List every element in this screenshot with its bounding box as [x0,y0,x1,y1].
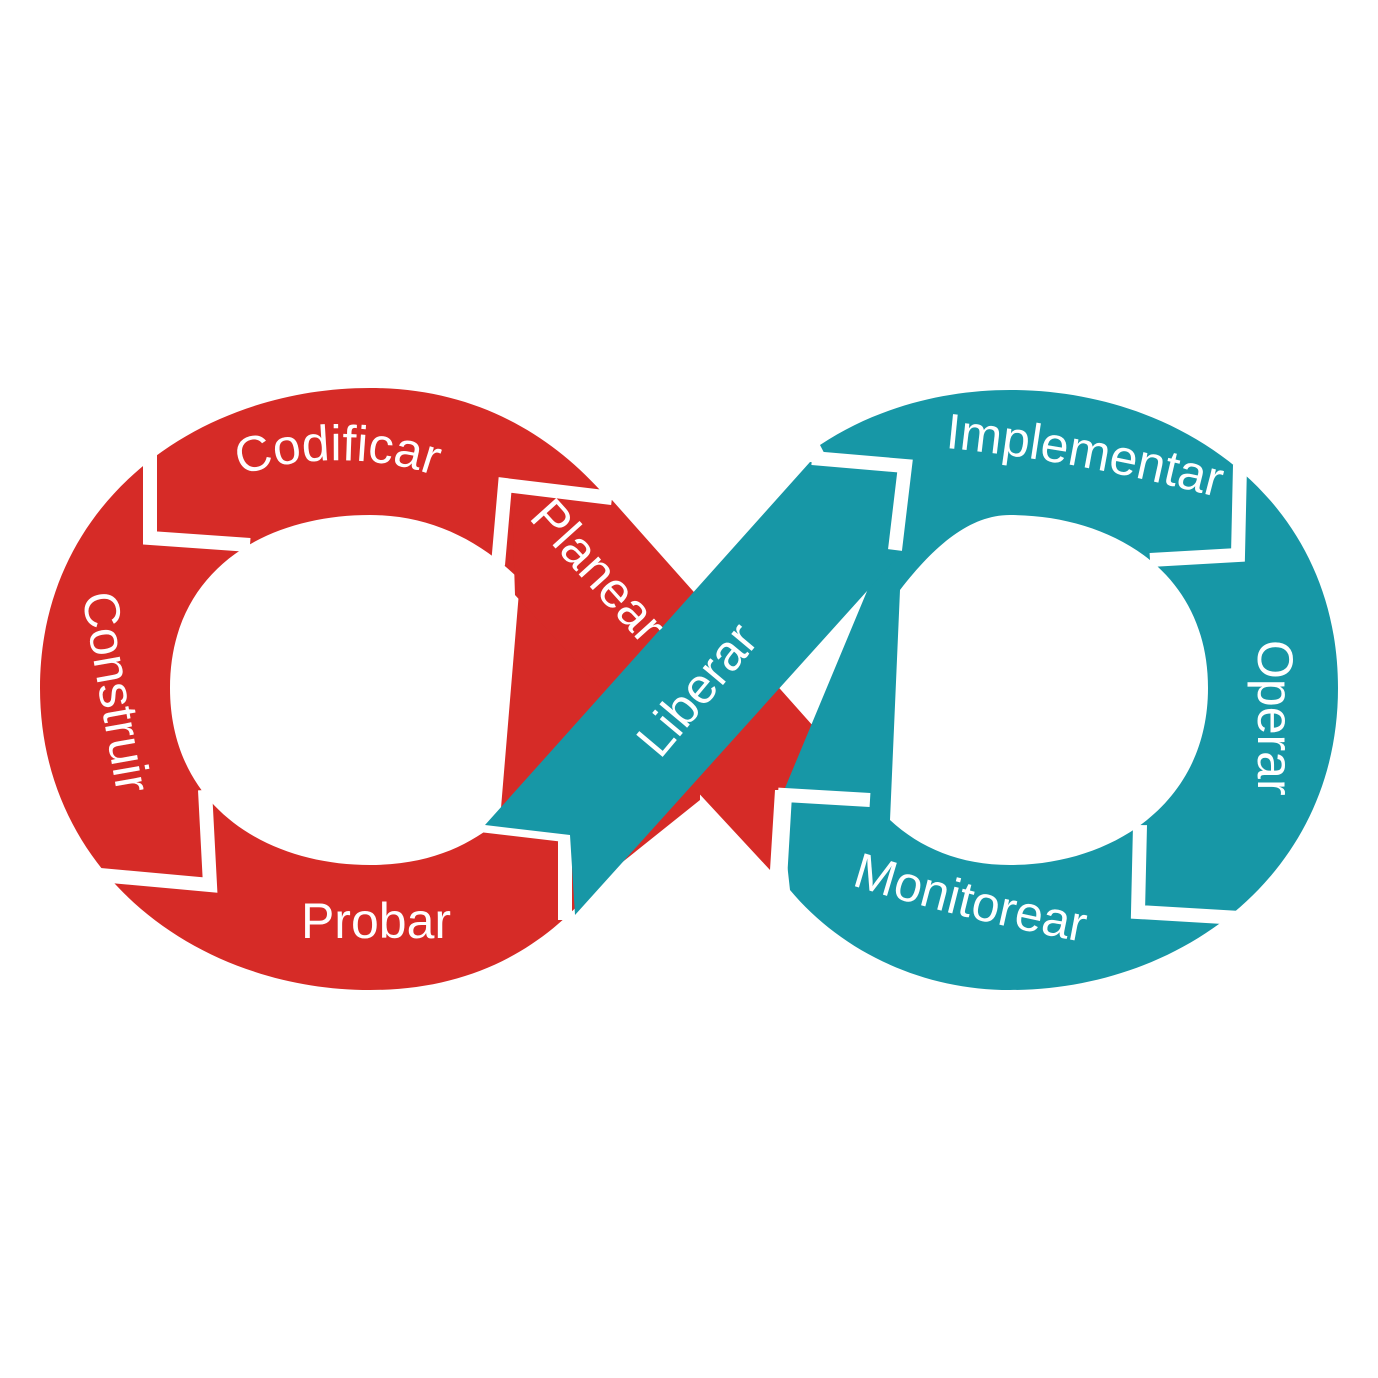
separator-liberar-probar [479,818,572,920]
probar-label: Probar [301,893,451,949]
liberar-band [485,462,905,915]
separator-operar-monitorear [1130,824,1241,925]
dev-separators [99,455,613,920]
operar-label: Operar [1247,640,1303,796]
ops-loop-ring [780,390,1338,990]
separator-implementar-operar [1149,464,1247,567]
separator-probar-construir [99,789,218,893]
separator-monitorear-liberar [773,787,871,881]
separator-codificar-planear [491,477,613,566]
ops-loop [485,390,1338,990]
ops-separators [773,451,1247,925]
separator-construir-codificar [143,455,251,552]
separator-liberar-implementar [811,451,913,551]
